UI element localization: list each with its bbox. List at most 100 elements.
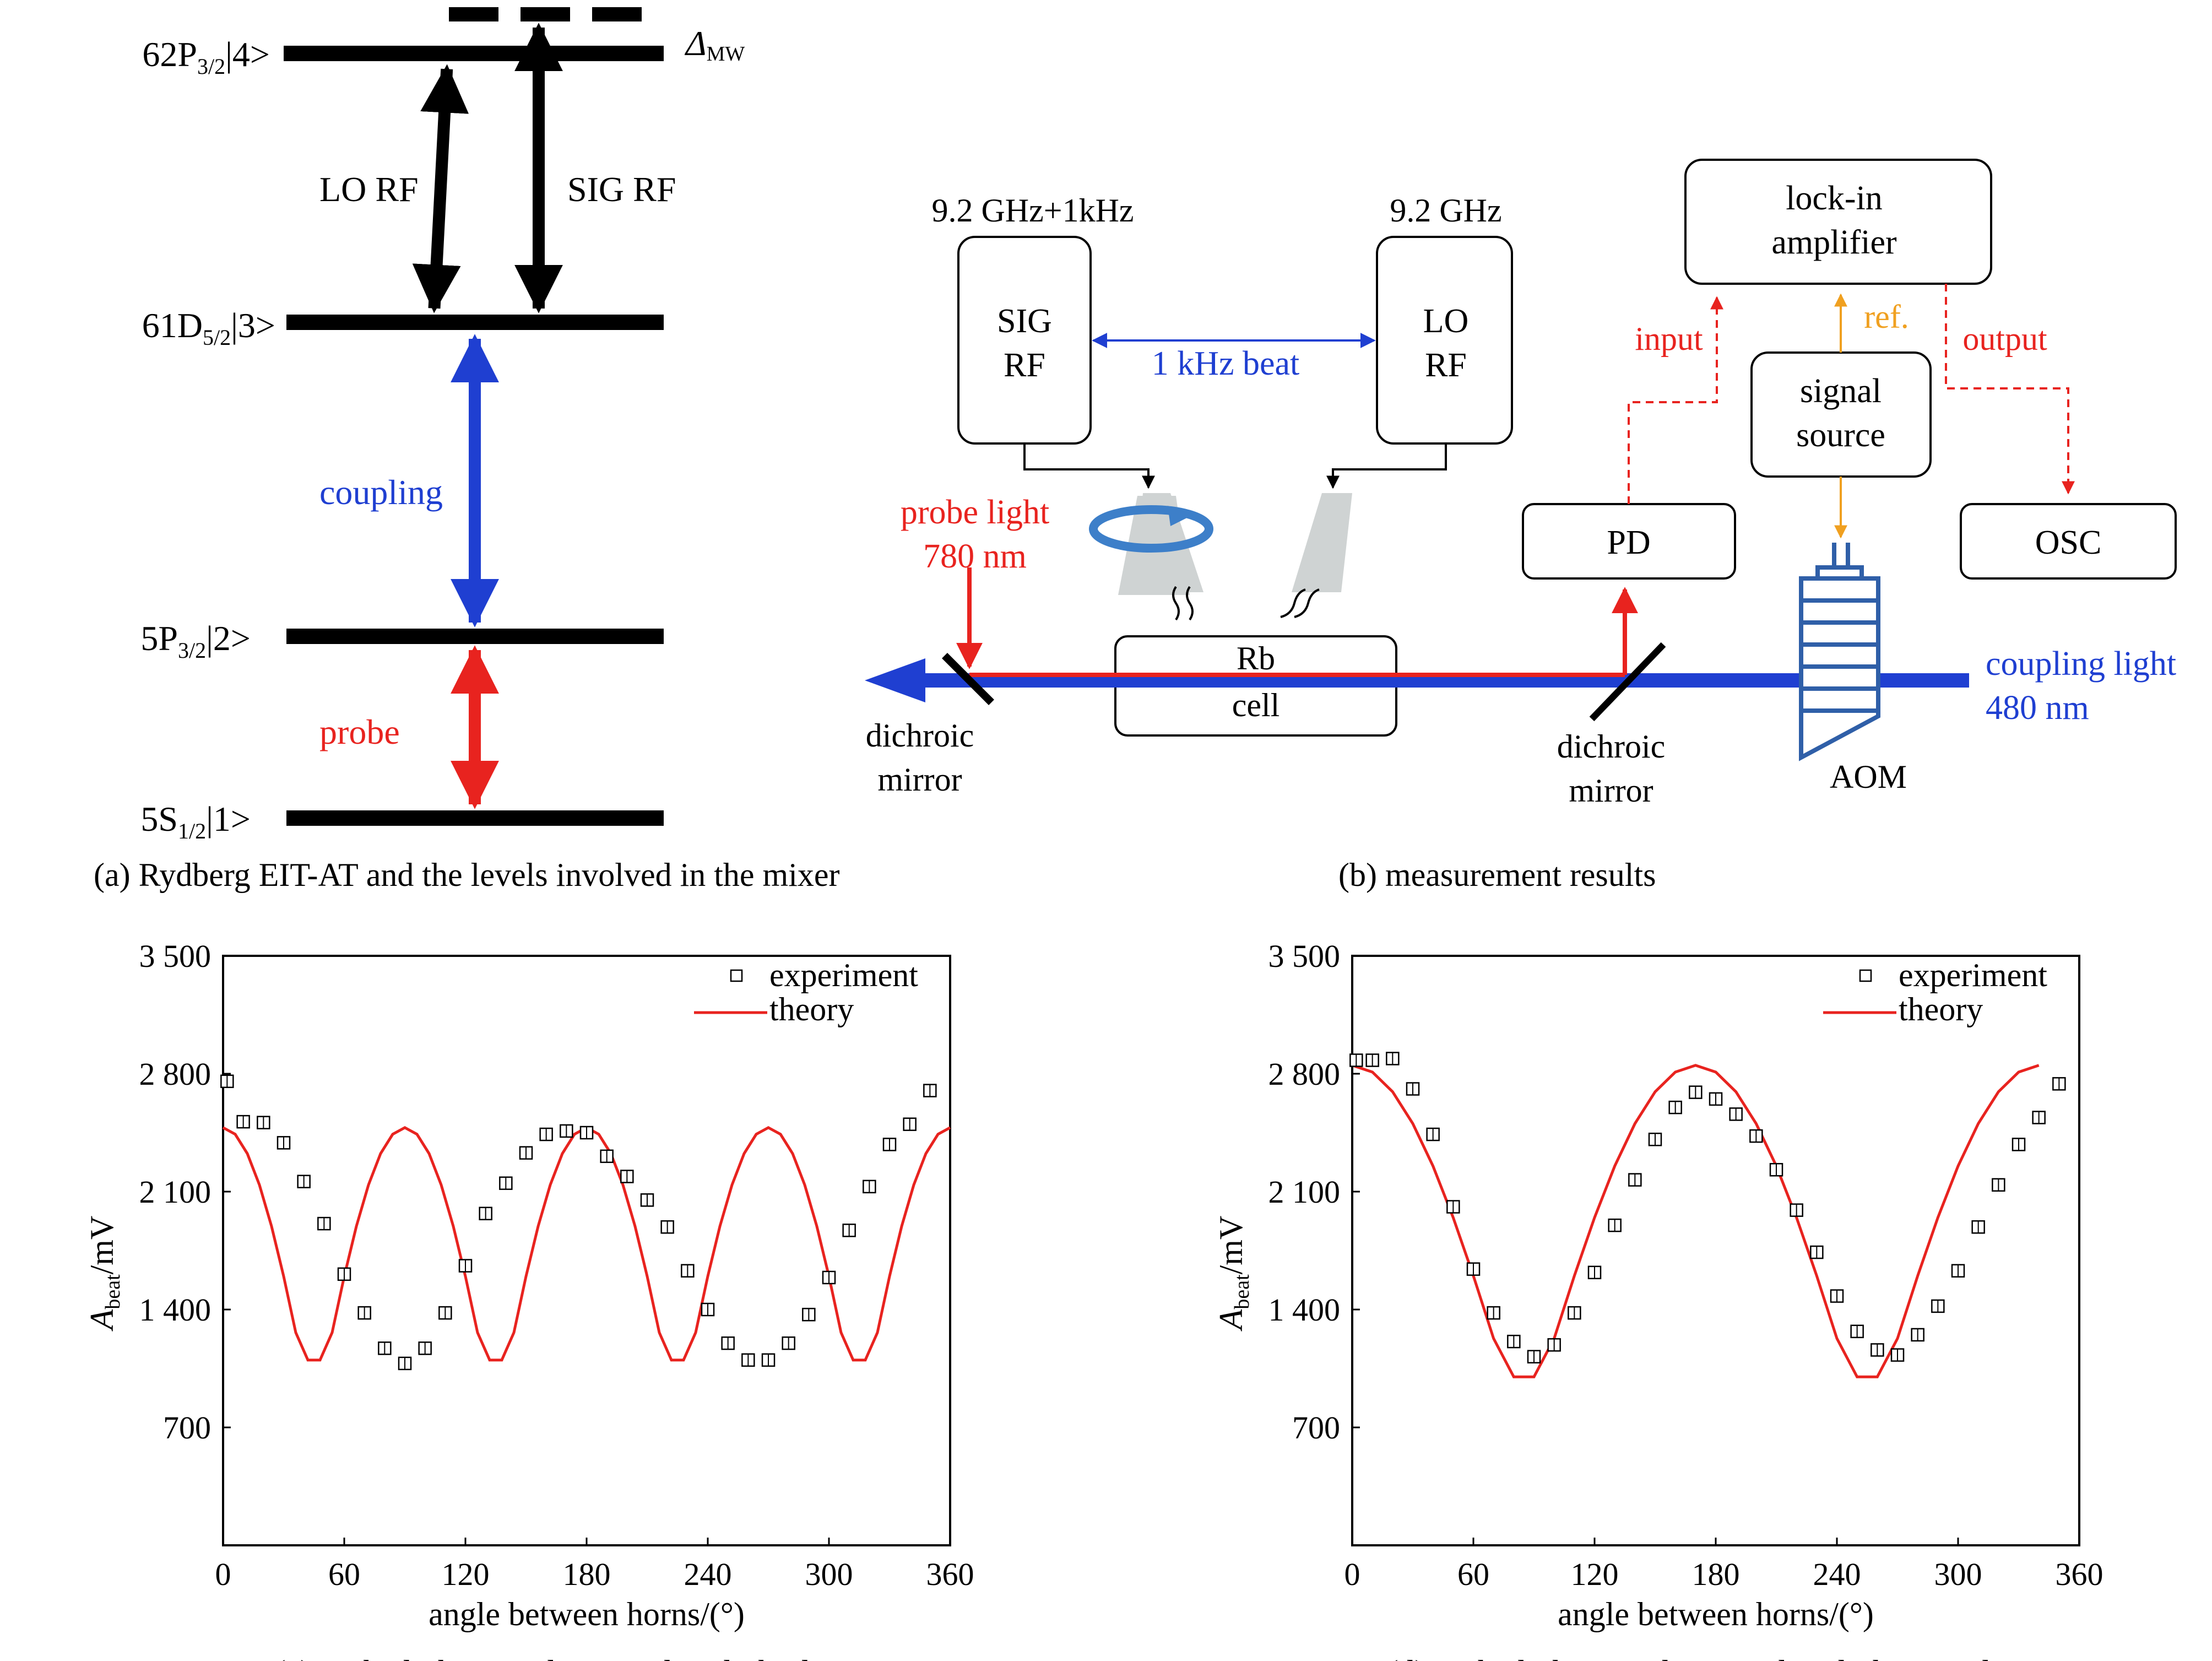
x-tick-label: 60	[1457, 1556, 1489, 1592]
level-label-62p: 62P3/2|4>	[142, 35, 270, 79]
y-tick-label: 2 800	[1268, 1056, 1341, 1092]
y-tick-label: 1 400	[1268, 1292, 1341, 1328]
pd-label: PD	[1607, 524, 1650, 561]
lockin-line1: lock-in	[1786, 180, 1883, 217]
sig-rf-box	[957, 236, 1092, 445]
rotation-arrowhead-icon	[1168, 506, 1192, 526]
output-label: output	[1962, 321, 2047, 357]
sig-feed-line	[1023, 443, 1155, 489]
probe-light-label-2: 780 nm	[923, 538, 1027, 575]
x-tick-label: 240	[1813, 1556, 1861, 1592]
x-axis-label: angle between horns/(°)	[429, 1596, 745, 1632]
legend-label-experiment: experiment	[769, 957, 918, 993]
panel-b-setup: 9.2 GHz+1kHz 9.2 GHz SIG RF LO RF 1 kHz …	[865, 159, 2177, 893]
x-tick-label: 360	[2056, 1556, 2103, 1592]
y-tick-label: 2 800	[139, 1056, 212, 1092]
plot-frame	[222, 955, 951, 1546]
input-label: input	[1635, 321, 1703, 357]
y-axis-label-sub: beat	[1230, 1274, 1254, 1310]
x-tick-label: 240	[684, 1556, 732, 1592]
lo-frequency-label: 9.2 GHz	[1390, 192, 1501, 229]
lo-rf-box-line2: RF	[1425, 347, 1467, 384]
sig-frequency-label: 9.2 GHz+1kHz	[931, 192, 1134, 229]
y-axis-label-sub: beat	[101, 1274, 124, 1310]
theory-curve	[222, 1126, 588, 1362]
y-axis-label-unit: /mV	[1213, 1216, 1249, 1275]
dichroic-left-label-2: mirror	[877, 761, 962, 798]
dichroic-right-label-1: dichroic	[1557, 728, 1666, 765]
x-tick-label: 120	[1571, 1556, 1619, 1592]
sig-wave-icon	[1172, 586, 1194, 621]
legend-marker-experiment	[730, 969, 743, 982]
sig-rf-box-line1: SIG	[997, 302, 1052, 340]
legend-label-experiment: experiment	[1899, 957, 2047, 993]
lockin-line2: amplifier	[1771, 224, 1897, 261]
y-axis-label: Abeat/mV	[84, 1216, 124, 1332]
probe-label: probe	[319, 712, 400, 751]
dichroic-right-label-2: mirror	[1569, 772, 1653, 809]
legend-label-theory: theory	[1899, 991, 1983, 1027]
polarization-rotation-icon	[1089, 505, 1213, 553]
y-tick-label: 700	[1292, 1410, 1340, 1446]
lo-wave-icon	[1280, 588, 1320, 618]
level-label-61d: 61D5/2|3>	[142, 306, 275, 350]
lo-horn	[1292, 493, 1352, 592]
y-axis-label-main: A	[84, 1309, 120, 1332]
caption-a: (a) Rydberg EIT-AT and the levels involv…	[94, 857, 840, 893]
osc-box	[1960, 503, 2177, 580]
coupling-light-label-1: coupling light	[1986, 645, 2176, 683]
lo-rf-label: LO RF	[319, 170, 419, 209]
x-tick-label: 180	[1692, 1556, 1740, 1592]
panel-a-level-diagram: 62P3/2|4> 61D5/2|3> 5P3/2|2> 5S1/2|1> ΔM…	[94, 7, 840, 893]
coupling-beam-arrowhead	[865, 658, 925, 702]
rb-cell-line2: cell	[1232, 687, 1280, 723]
legend-marker-experiment	[1859, 969, 1872, 982]
rb-cell-line1: Rb	[1237, 640, 1275, 677]
dichroic-mirror-left	[942, 653, 994, 705]
y-tick-label: 2 100	[139, 1174, 212, 1210]
signal-source-box	[1750, 351, 1932, 478]
coupling-label: coupling	[319, 473, 443, 512]
y-axis-label: Abeat/mV	[1213, 1216, 1254, 1332]
x-tick-label: 60	[328, 1556, 360, 1592]
x-tick-label: 360	[926, 1556, 974, 1592]
chart-caption: (c) probe light: circular; coupling ligh…	[275, 1654, 877, 1661]
theory-curve	[1352, 1064, 2040, 1378]
pd-to-lockin-line	[1628, 296, 1723, 504]
probe-light-label-1: probe light	[901, 494, 1049, 531]
y-axis-label-main: A	[1213, 1309, 1249, 1332]
signal-source-line1: signal	[1800, 372, 1882, 410]
dichroic-mirror-right	[1589, 642, 1666, 722]
y-tick-label: 3 500	[1268, 938, 1341, 974]
signal-source-line2: source	[1796, 416, 1885, 454]
level-label-5p: 5P3/2|2>	[140, 619, 251, 663]
y-tick-label: 1 400	[139, 1292, 212, 1328]
x-tick-label: 300	[805, 1556, 853, 1592]
sig-rf-label: SIG RF	[567, 170, 676, 209]
y-tick-label: 3 500	[139, 938, 212, 974]
lo-rf-arrow	[412, 64, 469, 313]
sig-horn-body	[1135, 493, 1203, 592]
caption-b: (b) measurement results	[1338, 857, 1656, 893]
x-tick-label: 300	[1934, 1556, 1982, 1592]
lo-rf-box-line1: LO	[1423, 302, 1469, 340]
aom-icon	[1799, 543, 1880, 761]
level-label-5s: 5S1/2|1>	[140, 799, 251, 843]
dichroic-left-label-1: dichroic	[866, 717, 974, 754]
y-axis-label-unit: /mV	[84, 1216, 120, 1275]
sig-rf-box-line2: RF	[1004, 347, 1045, 384]
chart-caption: (d) probe light: circular; coupling ligh…	[1387, 1654, 2023, 1661]
lo-rf-box	[1376, 236, 1513, 445]
ref-label: ref.	[1864, 299, 1909, 335]
y-tick-label: 2 100	[1268, 1174, 1341, 1210]
x-tick-label: 0	[215, 1556, 231, 1592]
y-tick-label: 700	[163, 1410, 211, 1446]
lockin-box	[1684, 159, 1992, 285]
lo-feed-line	[1326, 443, 1447, 489]
detuning-label: ΔMW	[684, 24, 745, 66]
coupling-light-label-2: 480 nm	[1986, 689, 2089, 727]
theory-curve	[585, 1126, 951, 1362]
